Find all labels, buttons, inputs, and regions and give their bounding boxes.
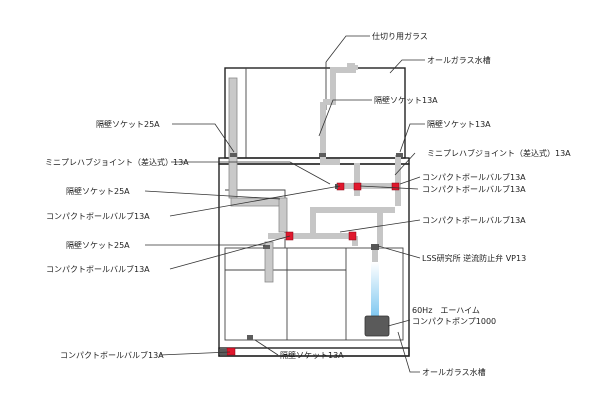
leader-lines xyxy=(144,35,425,373)
label-tank-bottom: オールガラス水槽 xyxy=(422,367,486,377)
valve-bottom xyxy=(226,347,236,356)
label-valve-right-3: コンパクトボールバルブ13A xyxy=(422,215,526,225)
label-valve-bottom: コンパクトボールバルブ13A xyxy=(60,350,164,360)
upper-tank xyxy=(224,62,406,159)
label-valve-right-2: コンパクトボールバルブ13A xyxy=(422,184,526,194)
label-valve-left-1: コンパクトボールバルブ13A xyxy=(46,211,150,221)
water-line xyxy=(371,262,379,318)
check-valve-body xyxy=(371,244,379,250)
pump-icon xyxy=(364,315,390,337)
valve-2 xyxy=(353,182,362,191)
label-bulkhead-25a-top: 隔壁ソケット25A xyxy=(96,119,160,129)
label-bulkhead-13a-2: 隔壁ソケット13A xyxy=(427,119,491,129)
drain-pipe-25a xyxy=(228,77,238,199)
lower-tank xyxy=(224,247,404,341)
label-mini-joint-right: ミニプレハブジョイント（差込式）13A xyxy=(427,148,571,158)
label-mini-joint-left: ミニプレハブジョイント（差込式）13A xyxy=(45,157,189,167)
label-pump-line2: コンパクトポンプ1000 xyxy=(412,317,496,326)
label-bulkhead-13a-bottom: 隔壁ソケット13A xyxy=(280,350,344,360)
label-partition-glass: 仕切り用ガラス xyxy=(372,31,428,41)
label-check-valve: LSS研究所 逆流防止弁 VP13 xyxy=(422,253,526,263)
labels: 仕切り用ガラス オールガラス水槽 隔壁ソケット25A 隔壁ソケット13A 隔壁ソ… xyxy=(45,31,571,377)
label-valve-right-1: コンパクトボールバルブ13A xyxy=(422,172,526,182)
label-bulkhead-25a-low: 隔壁ソケット25A xyxy=(66,240,130,250)
label-bulkhead-25a-mid: 隔壁ソケット25A xyxy=(66,186,130,196)
pipework xyxy=(228,63,401,318)
label-bulkhead-13a-1: 隔壁ソケット13A xyxy=(374,95,438,105)
label-valve-left-2: コンパクトボールバルブ13A xyxy=(46,264,150,274)
valve-5 xyxy=(348,231,357,241)
label-tank-top: オールガラス水槽 xyxy=(427,55,491,65)
valve-3 xyxy=(391,182,400,191)
label-pump-line1: 60Hz エーハイム xyxy=(412,306,480,315)
